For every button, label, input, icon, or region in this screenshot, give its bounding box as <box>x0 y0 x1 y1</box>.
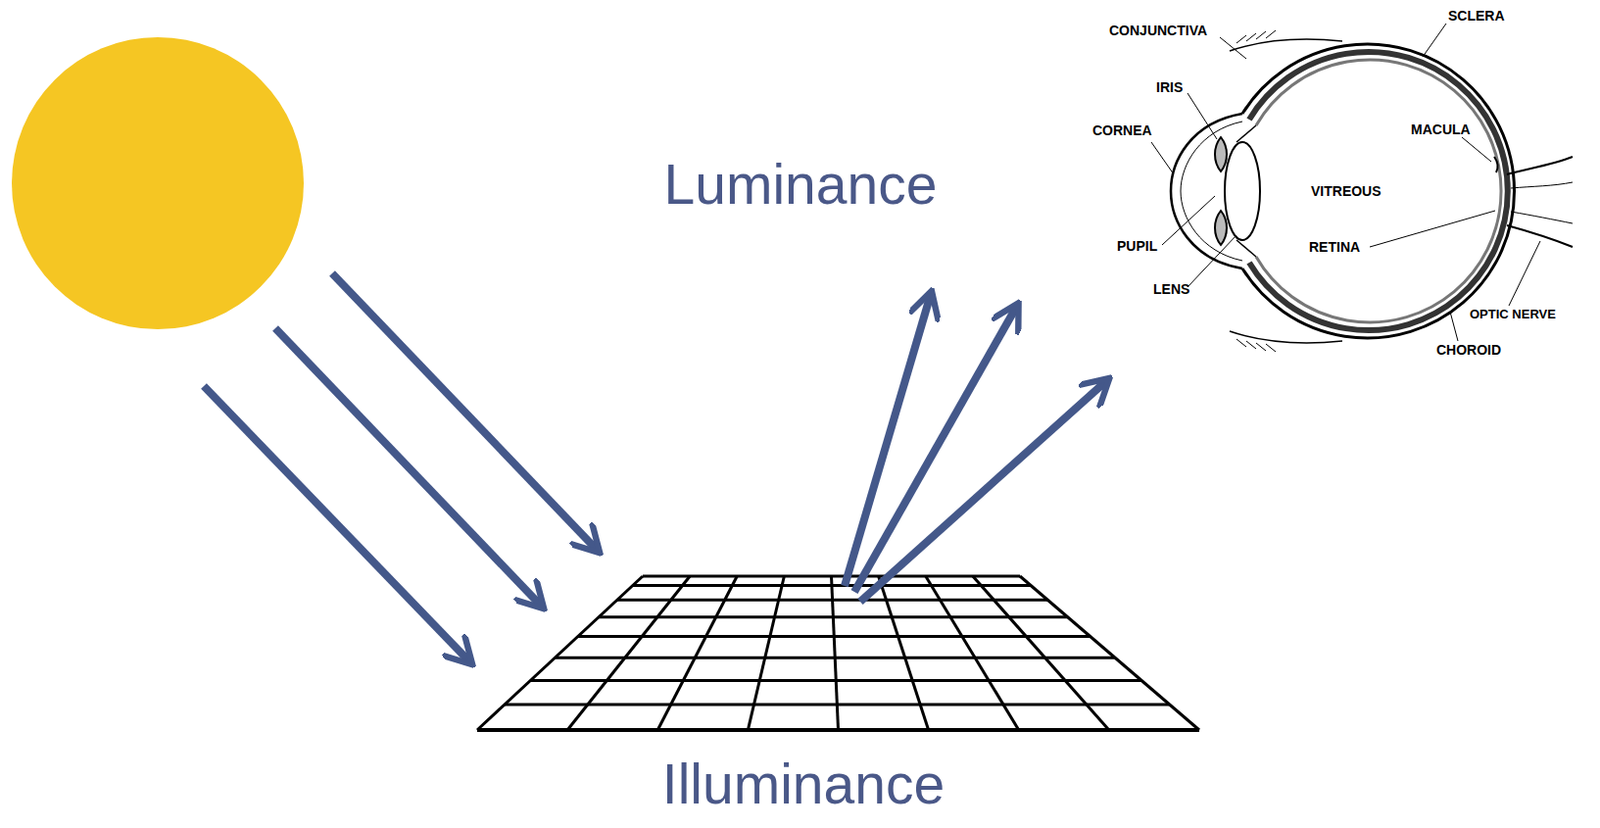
eye-anatomy <box>1151 23 1573 352</box>
part-name: MACULA <box>1410 122 1471 137</box>
part-name: CHOROID <box>1436 342 1502 357</box>
surface-grid <box>477 576 1200 730</box>
luminance-label: Luminance <box>664 156 938 213</box>
part-name: VITREOUS <box>1310 184 1382 198</box>
incident-rays <box>203 273 598 663</box>
part-name: PUPIL <box>1116 239 1158 253</box>
part-name: OPTIC NERVE <box>1469 307 1556 321</box>
illuminance-label: Illuminance <box>662 756 945 813</box>
sun <box>11 37 304 330</box>
part-name: LENS <box>1153 282 1190 296</box>
part-name: CORNEA <box>1092 123 1153 138</box>
part-name: RETINA <box>1309 240 1360 254</box>
part-name: CONJUNCTIVA <box>1109 23 1208 38</box>
part-name: IRIS <box>1156 80 1183 95</box>
reflected-rays <box>844 293 1108 602</box>
part-name: SCLERA <box>1448 8 1505 23</box>
